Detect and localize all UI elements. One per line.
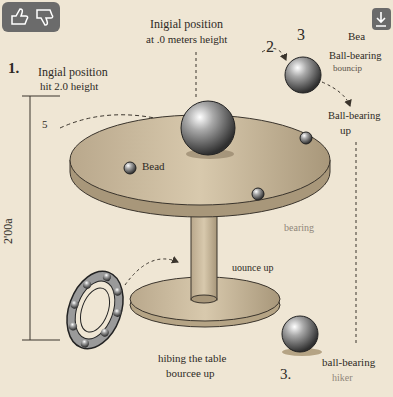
download-button xyxy=(372,8,391,30)
bead xyxy=(300,132,312,144)
toolbar xyxy=(2,2,60,32)
part-label: Ball-bearing xyxy=(329,50,381,62)
part-label: hit 2.0 height xyxy=(40,80,98,92)
column-foot xyxy=(191,295,217,303)
download-icon xyxy=(376,12,386,26)
part-label: up xyxy=(340,124,351,136)
callout-number: 5 xyxy=(42,118,48,130)
dimension-line xyxy=(30,96,31,340)
part-label: Ingial position xyxy=(38,66,108,79)
callout-number: 1. xyxy=(8,60,19,77)
bead xyxy=(252,188,264,200)
dimension-tick xyxy=(22,340,60,341)
part-label: Bea xyxy=(348,30,365,42)
part-label: Ball-bearing xyxy=(328,110,380,122)
ball-bearing xyxy=(285,57,321,93)
bead xyxy=(124,162,136,174)
table-column xyxy=(191,205,217,300)
motion-arrow xyxy=(322,82,350,106)
thumb-down-icon xyxy=(37,10,53,25)
motion-arrow xyxy=(262,48,286,60)
part-label: Bead xyxy=(142,160,165,172)
callout-number: 2 xyxy=(266,38,274,56)
guide-line xyxy=(356,142,357,345)
callout-number: 3. xyxy=(280,366,291,383)
part-label: hiker xyxy=(332,372,353,383)
callout-number: 3 xyxy=(297,26,305,44)
dimension-tick xyxy=(22,96,60,97)
part-label: bearing xyxy=(284,222,314,233)
part-label: hibing the table xyxy=(158,352,226,364)
part-label: at .0 meters height xyxy=(146,33,227,45)
guide-line xyxy=(196,52,197,98)
ball-bearing xyxy=(181,101,235,155)
part-label: 2'00a xyxy=(2,219,15,245)
part-label: uounce up xyxy=(232,262,273,273)
part-label: ball-bearing xyxy=(322,356,375,368)
thumb-up-icon xyxy=(12,9,28,24)
part-label: bourcee up xyxy=(166,367,215,379)
ball-bearing xyxy=(282,316,318,352)
bearing-ring xyxy=(57,264,133,357)
part-label: Inigial position xyxy=(150,18,223,31)
part-label: bouncip xyxy=(333,64,362,74)
